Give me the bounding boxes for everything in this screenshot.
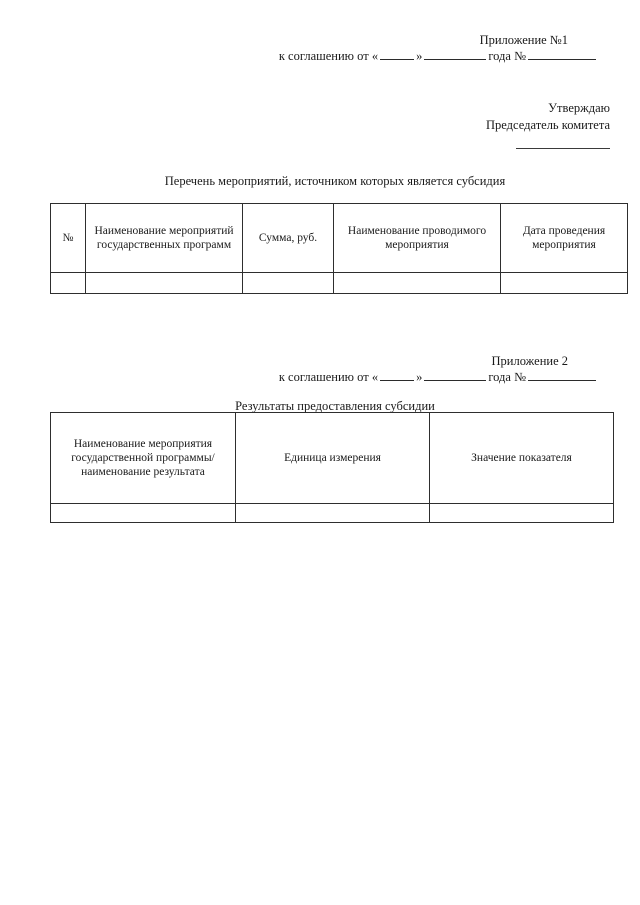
appendix-1-header: Приложение №1 к соглашению от « » года № [40, 32, 600, 65]
table-header-row: Наименование мероприятия государственной… [50, 412, 614, 504]
column-header-event-date: Дата проведения мероприятия [500, 203, 628, 273]
events-table: № Наименование мероприятий государственн… [50, 203, 628, 294]
table-row[interactable] [50, 272, 628, 294]
approval-position: Председатель комитета [486, 118, 610, 132]
appendix-1-day-blank[interactable] [380, 48, 415, 60]
column-header-result-name: Наименование мероприятия государственной… [50, 412, 236, 504]
column-header-event-name: Наименование проводимого мероприятия [333, 203, 501, 273]
appendix-1-title: Приложение №1 [479, 33, 568, 47]
appendix-2-reference-prefix: к соглашению от « [278, 370, 379, 384]
appendix-2-year-label: года № [488, 370, 526, 384]
table-header-row: № Наименование мероприятий государственн… [50, 203, 628, 273]
appendix-1-number-blank[interactable] [528, 48, 596, 60]
cell-unit[interactable] [235, 503, 430, 523]
cell-program-name[interactable] [85, 272, 243, 294]
appendix-1-year-label: года № [488, 49, 526, 63]
approval-word: Утверждаю [548, 101, 610, 115]
cell-value[interactable] [429, 503, 614, 523]
cell-sum[interactable] [242, 272, 334, 294]
section-2-heading: Результаты предоставления субсидии [235, 399, 435, 413]
appendix-2-day-blank[interactable] [380, 369, 415, 381]
cell-number[interactable] [50, 272, 86, 294]
cell-event-name[interactable] [333, 272, 501, 294]
appendix-2-header: Приложение 2 к соглашению от « » года № [40, 353, 600, 386]
appendix-2-number-blank[interactable] [528, 369, 596, 381]
column-header-program-name: Наименование мероприятий государственных… [85, 203, 243, 273]
column-header-sum: Сумма, руб. [242, 203, 334, 273]
column-header-value: Значение показателя [429, 412, 614, 504]
cell-event-date[interactable] [500, 272, 628, 294]
appendix-1-reference-line: к соглашению от « » года № [40, 48, 600, 65]
appendix-1-quote-close: » [416, 49, 423, 63]
cell-result-name[interactable] [50, 503, 236, 523]
appendix-2-title: Приложение 2 [491, 354, 568, 368]
section-1-heading: Перечень мероприятий, источником которых… [164, 174, 506, 188]
appendix-2-quote-close: » [416, 370, 423, 384]
appendix-1-month-blank[interactable] [424, 48, 487, 60]
column-header-number: № [50, 203, 86, 273]
appendix-2-month-blank[interactable] [424, 369, 487, 381]
results-table: Наименование мероприятия государственной… [50, 412, 614, 523]
table-row[interactable] [50, 503, 614, 523]
column-header-unit: Единица измерения [235, 412, 430, 504]
appendix-1-reference-prefix: к соглашению от « [278, 49, 379, 63]
signature-line[interactable] [516, 147, 610, 149]
appendix-2-reference-line: к соглашению от « » года № [40, 369, 600, 386]
approval-block: Утверждаю Председатель комитета [340, 100, 610, 149]
